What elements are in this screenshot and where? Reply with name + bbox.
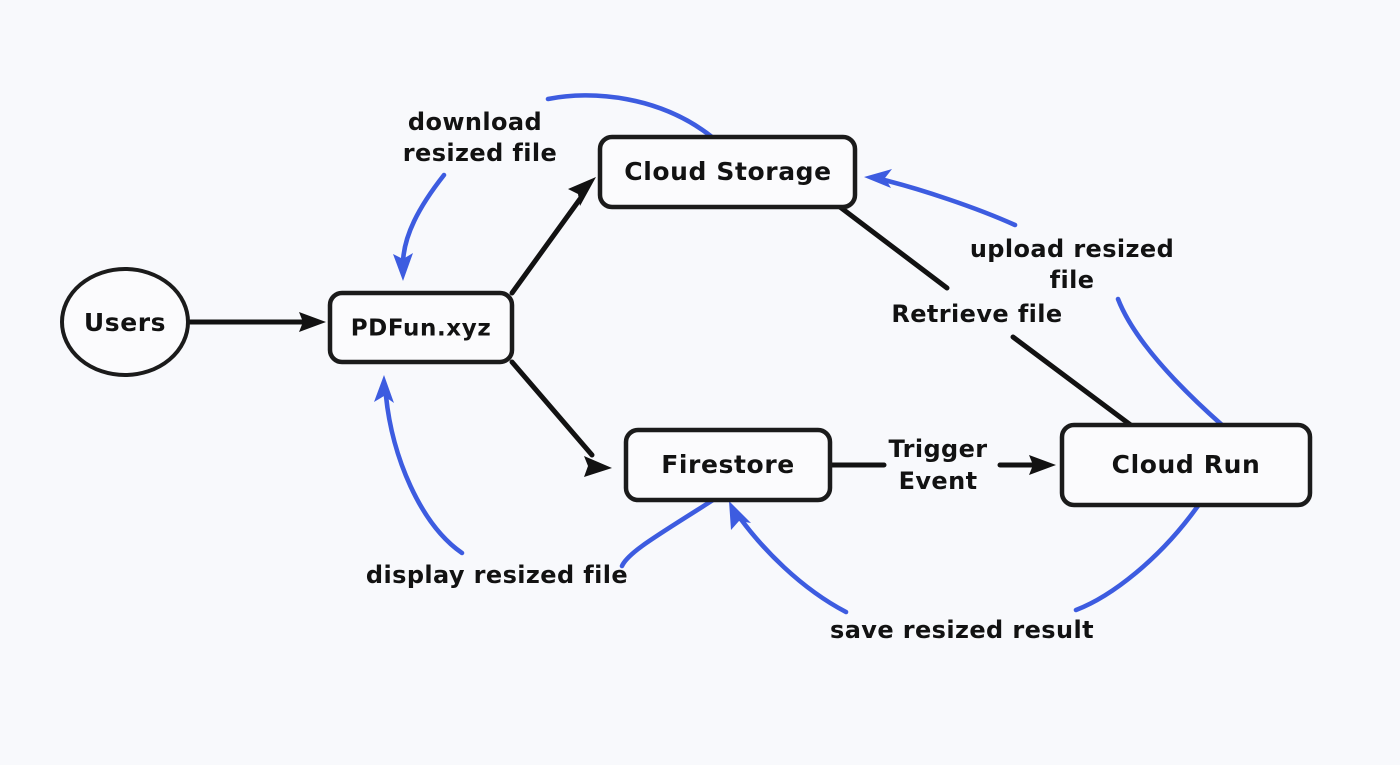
edge-line-segment-1 — [837, 204, 950, 291]
edge-line-segment-1 — [1115, 296, 1225, 428]
edge-pdfun-to-cloud-storage — [509, 177, 596, 296]
arrowhead-icon — [374, 375, 394, 403]
node-shape-rect — [1059, 422, 1313, 508]
node-cloud-run[interactable]: Cloud Run — [1059, 422, 1313, 508]
edge-label-line2: Event — [899, 467, 978, 495]
node-label-firestore: Firestore — [661, 450, 795, 479]
edge-label-line1: download — [408, 108, 542, 136]
edge-label-download-resized-file: download resized file — [403, 108, 557, 167]
node-cloud-storage[interactable]: Cloud Storage — [597, 134, 858, 210]
edge-line — [509, 359, 595, 458]
edge-line-segment-2 — [881, 177, 1018, 228]
edge-label-save-resized-result: save resized result — [830, 616, 1094, 644]
edge-label-line1: Trigger — [888, 435, 987, 463]
node-label-users: Users — [84, 308, 166, 337]
edge-label-retrieve-file: Retrieve file — [891, 300, 1062, 328]
arrowhead-icon — [393, 253, 413, 281]
edge-label-line2: resized file — [403, 139, 557, 167]
node-shape-rect — [327, 290, 515, 365]
edge-label-trigger-event: Trigger Event — [888, 435, 987, 495]
arrowhead-icon — [299, 312, 326, 332]
edge-label-line1: upload resized — [970, 235, 1174, 263]
edge-pdfun-to-firestore — [509, 359, 612, 477]
arrowhead-icon — [864, 169, 892, 188]
edge-line — [509, 196, 583, 296]
edge-firestore-to-pdfun — [374, 375, 716, 569]
edge-label-display-resized-file: display resized file — [366, 561, 628, 589]
node-label-pdfun: PDFun.xyz — [351, 316, 492, 342]
edge-cloud-storage-to-pdfun — [393, 93, 715, 281]
edge-line-segment-1 — [1073, 500, 1203, 613]
arrowhead-icon — [568, 177, 596, 206]
edge-users-to-pdfun — [187, 312, 326, 332]
edge-label-upload-resized-file: upload resized file — [970, 235, 1174, 294]
node-firestore[interactable]: Firestore — [623, 427, 833, 503]
edge-cloud-run-to-cloud-storage — [864, 169, 1225, 428]
edge-line-segment-1 — [545, 93, 715, 140]
node-shape-rect — [623, 427, 833, 503]
arrowhead-icon — [1029, 455, 1056, 475]
node-users[interactable]: Users — [60, 267, 190, 377]
edge-line-segment-1 — [619, 497, 716, 569]
edge-line-segment-2 — [383, 393, 465, 556]
arrowhead-icon — [584, 456, 612, 477]
edge-firestore-to-cloud-run — [827, 455, 1056, 475]
node-shape-ellipse — [60, 267, 190, 377]
node-pdfun[interactable]: PDFun.xyz — [327, 290, 515, 365]
node-shape-rect — [597, 134, 858, 210]
edge-cloud-run-to-firestore — [729, 500, 1203, 615]
edge-line-segment-2 — [400, 172, 447, 265]
arrowhead-icon — [729, 501, 751, 530]
edge-label-line2: file — [1050, 266, 1095, 294]
edge-line-segment-2 — [737, 515, 849, 615]
node-label-cloud-run: Cloud Run — [1112, 450, 1261, 479]
node-label-cloud-storage: Cloud Storage — [624, 157, 831, 186]
